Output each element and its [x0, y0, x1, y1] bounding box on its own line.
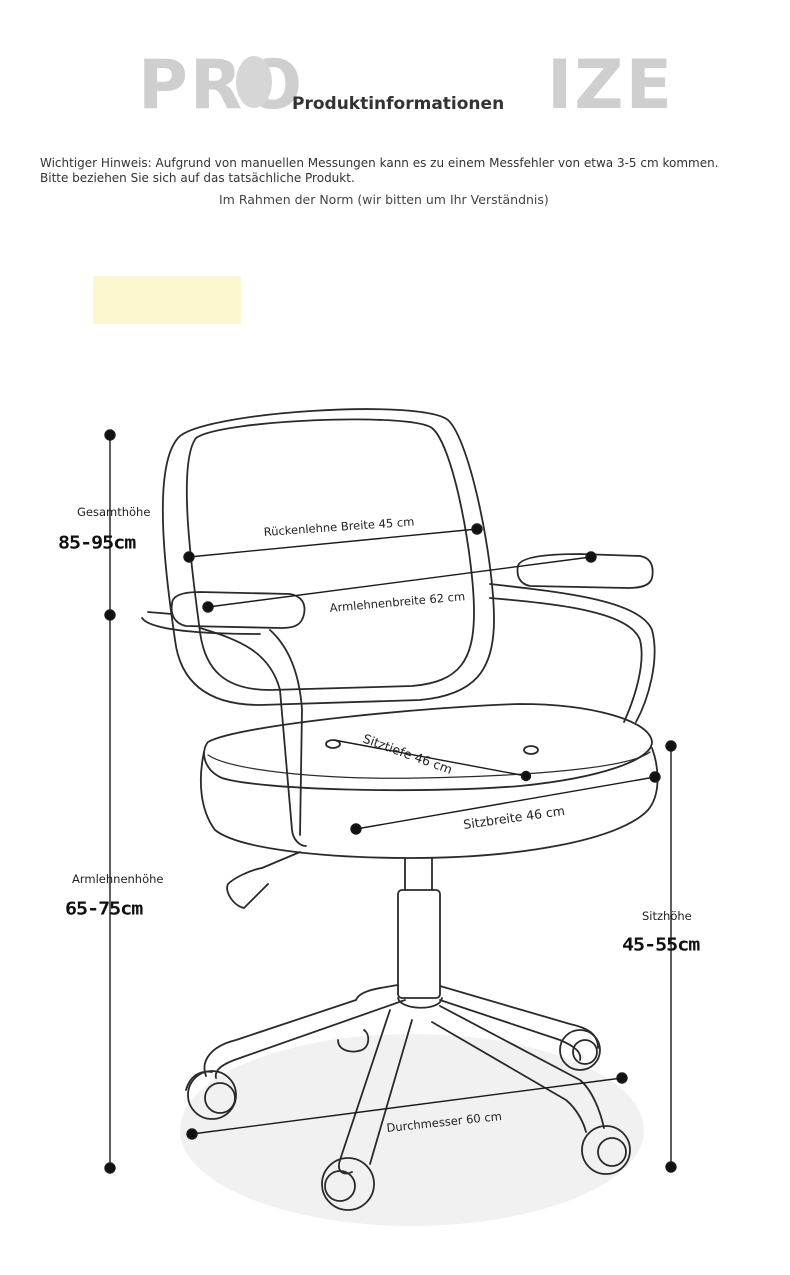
seat-button-left [325, 739, 341, 749]
base-leg-front-right [439, 1005, 605, 1129]
backrest-outer [161, 408, 495, 706]
ghost-title-left: PRO [138, 46, 305, 125]
diameter-line [191, 1077, 623, 1135]
measurement-notice: Wichtiger Hinweis: Aufgrund von manuelle… [40, 156, 719, 185]
seat-depth-label: Sitztiefe 46 cm [361, 731, 454, 777]
right-armrest-pad [516, 553, 654, 589]
backrest-width-label: Rückenlehne Breite 45 cm [263, 514, 415, 538]
caster-front [321, 1157, 375, 1211]
seat-side [199, 747, 659, 859]
base-leg-left [203, 984, 399, 1077]
base-leg-right [439, 985, 599, 1049]
caster-back [337, 1029, 370, 1053]
seat-width-line [355, 776, 656, 830]
norm-notice: Im Rahmen der Norm (wir bitten um Ihr Ve… [219, 192, 549, 207]
armrest-height-value: 65-75cm [65, 897, 143, 919]
total-height-value: 85-95cm [58, 531, 136, 553]
backrest-cushion [185, 418, 475, 691]
gas-lift [397, 889, 441, 999]
right-armrest-frame [489, 583, 656, 723]
tilt-lever [226, 867, 269, 909]
seat-depth-line [333, 739, 527, 777]
left-armrest-frame [199, 627, 307, 847]
backrest-width-line [188, 528, 478, 558]
seat-edge [207, 751, 651, 779]
seat-height-label: Sitzhöhe [642, 909, 692, 923]
seat-height-value: 45-55cm [622, 933, 700, 955]
left-armrest-pad [170, 591, 306, 629]
ghost-title-right: IZE [547, 46, 675, 125]
highlight-badge [93, 276, 241, 324]
caster-left [185, 1070, 237, 1120]
seat-button-right [523, 745, 539, 755]
caster-right-back [559, 1029, 601, 1071]
armrest-height-label: Armlehnenhöhe [72, 872, 164, 886]
seat-top [203, 703, 653, 792]
caster-front-right [581, 1125, 631, 1175]
floor-shadow [180, 1034, 644, 1226]
armrest-width-line [207, 556, 592, 608]
ghost-title-circle [236, 56, 272, 108]
total-height-label: Gesamthöhe [77, 505, 151, 519]
page-title: Produktinformationen [292, 94, 505, 114]
armrest-width-label: Armlehnenbreite 62 cm [329, 589, 466, 615]
